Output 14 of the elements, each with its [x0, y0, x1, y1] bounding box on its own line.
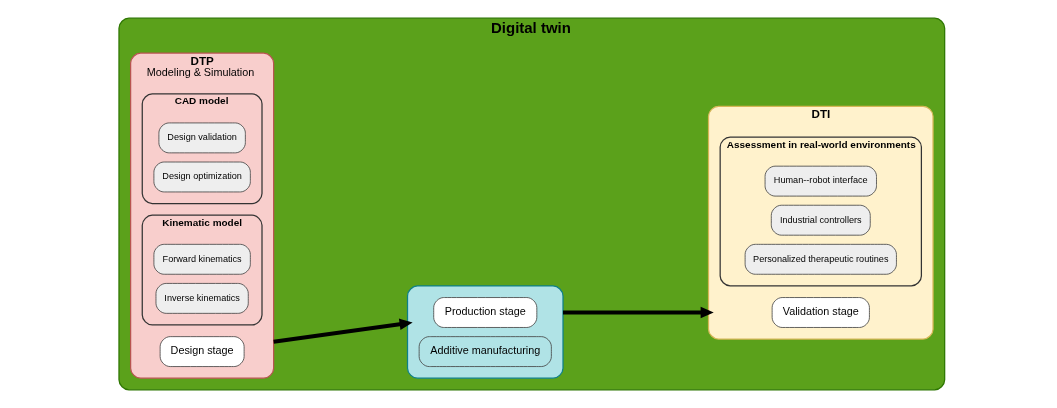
node-box: Design optimization [153, 161, 251, 193]
node-box: Validation stage [771, 297, 870, 328]
node-box: Design validation [158, 122, 246, 154]
node-box: Inverse kinematics [155, 283, 249, 314]
arrow [563, 306, 714, 319]
node-box: Design stage [159, 336, 245, 367]
arrow [273, 318, 413, 344]
node-box: Forward kinematics [153, 243, 251, 275]
node-box: Additive manufacturing [418, 336, 552, 367]
node-box: Industrial controllers [770, 204, 871, 236]
node-box: Production stage [433, 297, 538, 328]
cluster [406, 285, 564, 379]
node-box: Human--robot interface [764, 165, 877, 197]
node-box: Personalized therapeutic routines [744, 243, 897, 275]
